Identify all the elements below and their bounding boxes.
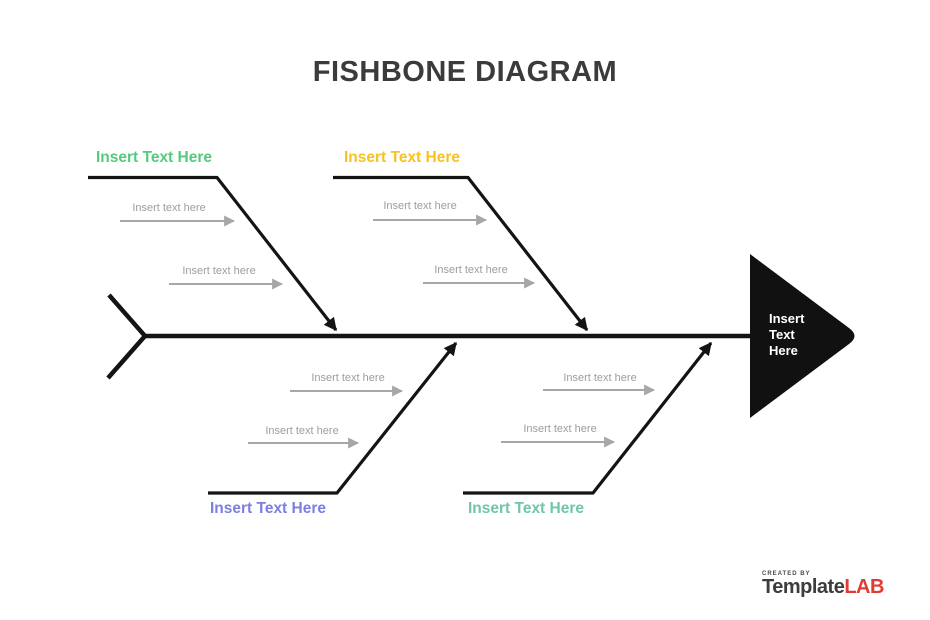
- branch-bone-top-right: [333, 175, 589, 332]
- cause-label-top-left-1: Insert text here: [132, 202, 206, 214]
- category-label-top-left: Insert Text Here: [95, 149, 212, 166]
- branch-bone-bottom-right: [463, 341, 713, 495]
- cause-label-bottom-left-1: Insert text here: [311, 372, 385, 384]
- category-label-bottom-left: Insert Text Here: [209, 500, 326, 517]
- head-arrow-shape: [750, 254, 855, 418]
- cause-label-top-left-2: Insert text here: [182, 265, 256, 277]
- branch-bone-top-left: [88, 175, 338, 332]
- logo-created-by-text: CREATED BY: [762, 571, 811, 577]
- head-label: Insert Text Here: [769, 311, 805, 358]
- branch-bone-bottom-left: [208, 341, 458, 495]
- cause-label-bottom-right-2: Insert text here: [523, 423, 597, 435]
- cause-label-bottom-left-2: Insert text here: [265, 425, 339, 437]
- category-label-top-right: Insert Text Here: [343, 149, 460, 166]
- cause-label-top-right-1: Insert text here: [383, 200, 457, 212]
- logo-brand-text: TemplateLAB: [762, 577, 912, 598]
- templatelab-logo: CREATED BY TemplateLAB: [762, 571, 912, 598]
- logo-brand-template: Template: [762, 576, 845, 598]
- page-title: FISHBONE DIAGRAM: [312, 56, 618, 88]
- logo-brand-lab: LAB: [844, 576, 884, 598]
- cause-label-bottom-right-1: Insert text here: [563, 372, 637, 384]
- category-label-bottom-right: Insert Text Here: [467, 500, 584, 517]
- tail-chevron: [106, 293, 148, 380]
- cause-label-top-right-2: Insert text here: [434, 264, 508, 276]
